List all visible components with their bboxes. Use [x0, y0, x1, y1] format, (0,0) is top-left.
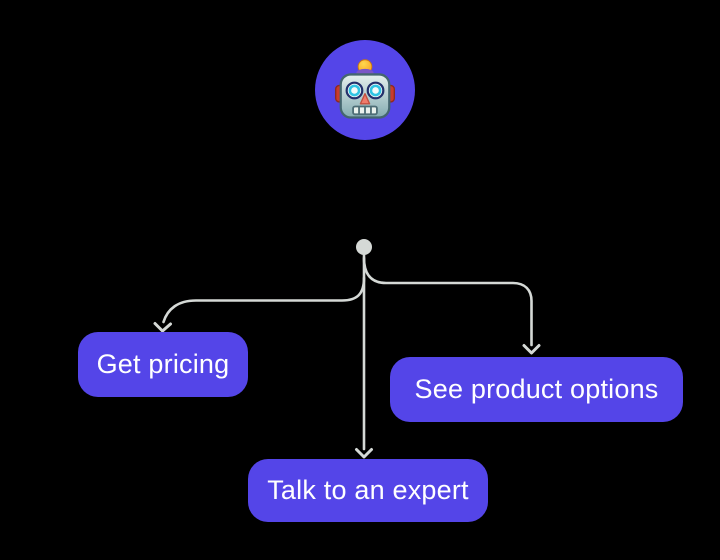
quick-reply-talk-to-an-expert[interactable]: Talk to an expert — [248, 459, 488, 522]
arrow-down-icon-main — [355, 448, 373, 459]
connector-start-dot — [356, 239, 372, 255]
quick-reply-get-pricing[interactable]: Get pricing — [78, 332, 248, 397]
connector-left — [162, 276, 366, 324]
arrow-down-icon-left — [153, 322, 172, 333]
bot-avatar — [315, 40, 415, 140]
quick-reply-see-product-options[interactable]: See product options — [390, 357, 683, 422]
robot-icon — [334, 59, 396, 119]
arrow-down-icon-right — [522, 344, 541, 355]
connector-right — [362, 256, 533, 347]
